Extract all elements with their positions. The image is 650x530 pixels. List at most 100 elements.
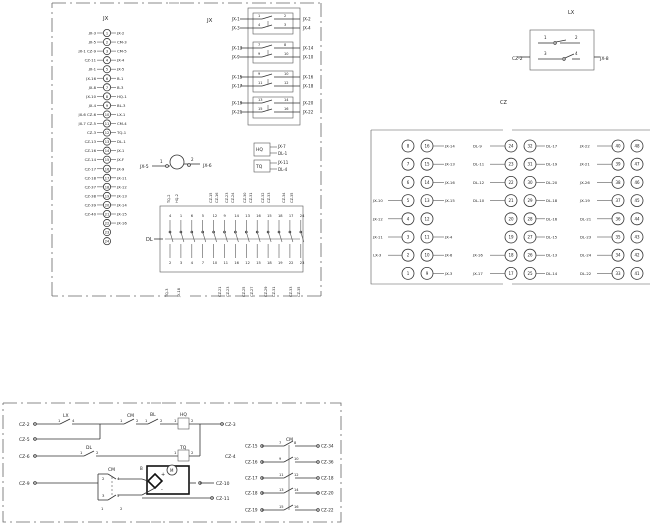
tq-r4: DL-4	[278, 167, 288, 172]
sch-right-cm: CM	[286, 437, 293, 443]
cz-terminal-num: 42	[634, 253, 640, 258]
lx-n4: 4	[575, 51, 578, 56]
dl-bottom-num: 22	[289, 261, 294, 265]
cz-terminal-num: 45	[634, 198, 640, 203]
sch-rg-blade	[283, 504, 294, 511]
dl-top-label: CZ-15	[209, 193, 213, 204]
jx-right-label: CM-4	[117, 121, 127, 126]
jx-terminal-number: 8	[106, 95, 109, 99]
sch-cm: CM	[127, 413, 134, 419]
cz-terminal-num: 33	[615, 271, 621, 276]
jx-terminal-number: 19	[105, 194, 110, 198]
cz-terminal-num: 6	[407, 180, 410, 185]
lx-n1: 1	[544, 35, 547, 40]
jx-right-label: JX-1	[116, 148, 125, 153]
cz-label-h: JX-21	[579, 162, 590, 167]
cz-label-h: DL-23	[580, 235, 592, 240]
dl-bottom-num: 11	[224, 261, 229, 265]
sch-n-q: 1	[101, 506, 104, 511]
dl-switch-node	[190, 230, 194, 234]
jx-terminal-number: 13	[105, 140, 110, 144]
jx-terminal-circle	[103, 74, 112, 83]
dl-switch-node	[245, 230, 248, 234]
sch-n-d: 2	[136, 418, 139, 423]
cz-label-g: DL-14	[546, 271, 558, 276]
motor-icon	[169, 154, 185, 170]
jx-left-label: JX-16	[85, 76, 96, 81]
sch-rg-blade	[283, 456, 294, 463]
sch-rg-na: 11	[279, 473, 284, 477]
dl-top-num: 6	[191, 214, 194, 218]
dl-top-num: 1	[180, 214, 182, 218]
cz-terminal-num: 48	[634, 144, 640, 149]
cz-terminal-num: 28	[527, 216, 533, 221]
jx-terminal-number: 6	[106, 77, 109, 81]
cz-terminal-num: 8	[407, 144, 410, 149]
jx-right-label: JX-9	[116, 166, 125, 171]
motor-n1: 1	[160, 159, 163, 164]
jx-terminal-circle	[103, 146, 112, 155]
jx-terminal-circle	[103, 200, 112, 209]
jx-left-label: JX-8	[88, 85, 97, 90]
cz-terminal-num: 35	[615, 235, 621, 240]
sch-hq-coil	[177, 417, 190, 430]
cz-label-d: DL-12	[473, 180, 485, 185]
cz-label-l: LX-3	[373, 253, 382, 258]
jx-right-label: JX-4	[116, 58, 125, 63]
relay-lb: JX-3	[231, 26, 240, 31]
cz-terminal-num: 3	[407, 235, 410, 240]
dl-top-num: 17	[289, 214, 294, 218]
jx-right-label: B-3	[117, 85, 124, 90]
cz-terminal-num: 10	[424, 253, 430, 258]
sch-n-m: 2	[102, 476, 105, 481]
jx-terminal-circle	[103, 38, 112, 47]
dl-switch-blade	[300, 231, 305, 243]
cz-terminal	[630, 175, 644, 189]
sch-rg-blade	[283, 472, 294, 479]
cz-terminal	[630, 230, 644, 244]
sch-rg-node	[316, 460, 320, 464]
relay-bot-blade	[261, 82, 273, 87]
sch-tq: TQ	[179, 445, 187, 451]
dl-bottom-label: CZ-23	[226, 287, 230, 298]
relay-lt: JX-19	[231, 101, 243, 106]
jx-terminal-circle	[103, 155, 112, 164]
cz-label-g: DL-13	[546, 253, 558, 258]
hq-box	[253, 142, 271, 157]
sch-rg-nb: 12	[294, 473, 299, 477]
lx-n3: 3	[544, 51, 547, 56]
dl-switch-blade	[213, 231, 217, 243]
sch-left-cz2: CZ-2	[19, 422, 30, 428]
cz-label-g: DL-15	[546, 235, 558, 240]
cz-label-h: JX-22	[579, 144, 590, 149]
dl-top-num: 24	[300, 214, 305, 218]
jx-terminal-number: 10	[105, 113, 110, 117]
dl-switch: 13	[179, 214, 185, 265]
cz-terminal-num: 29	[527, 198, 533, 203]
sch-n-b: 4	[72, 418, 75, 423]
sch-right-cz3: CZ-3	[225, 422, 236, 428]
sch-dl: DL	[86, 445, 92, 451]
cz-label-c: JX-14	[444, 144, 455, 149]
dl-bottom-num: 15	[256, 261, 261, 265]
jx-terminal-circle	[103, 137, 112, 146]
jx-terminal-circle	[103, 219, 112, 228]
jx-terminal-circle	[103, 119, 112, 128]
dl-bottom-label: CZ-31	[272, 287, 276, 298]
dl-switch-blade	[169, 231, 174, 243]
jx-terminal-number: 2	[106, 41, 108, 45]
dl-bottom-num: 10	[213, 261, 218, 265]
